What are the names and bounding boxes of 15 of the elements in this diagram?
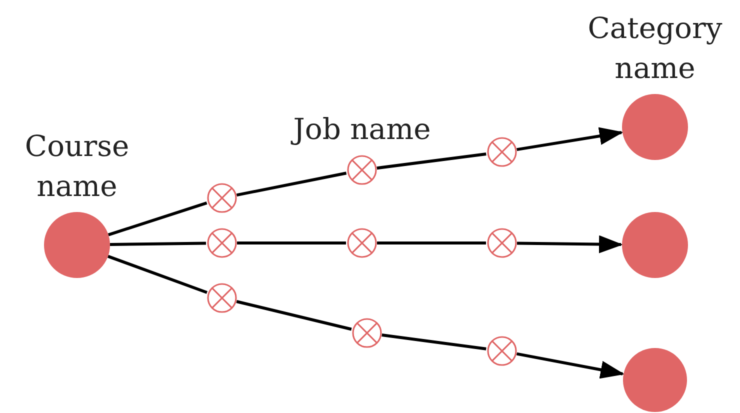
connector-line: [382, 334, 486, 350]
arrow: [516, 352, 625, 379]
node-label: Job name: [287, 109, 437, 149]
arrow: [516, 235, 623, 254]
connector-line: [377, 242, 486, 244]
connector-line: [108, 202, 208, 236]
connector-line: [236, 172, 347, 197]
connector-line: [236, 300, 352, 331]
arrow: [516, 127, 624, 152]
node-label: Course name: [24, 128, 130, 205]
connector-line: [237, 242, 346, 244]
connector-line: [110, 242, 206, 246]
connector-line: [376, 152, 486, 170]
connector-line: [107, 254, 208, 294]
node-label: Category name: [586, 10, 724, 87]
